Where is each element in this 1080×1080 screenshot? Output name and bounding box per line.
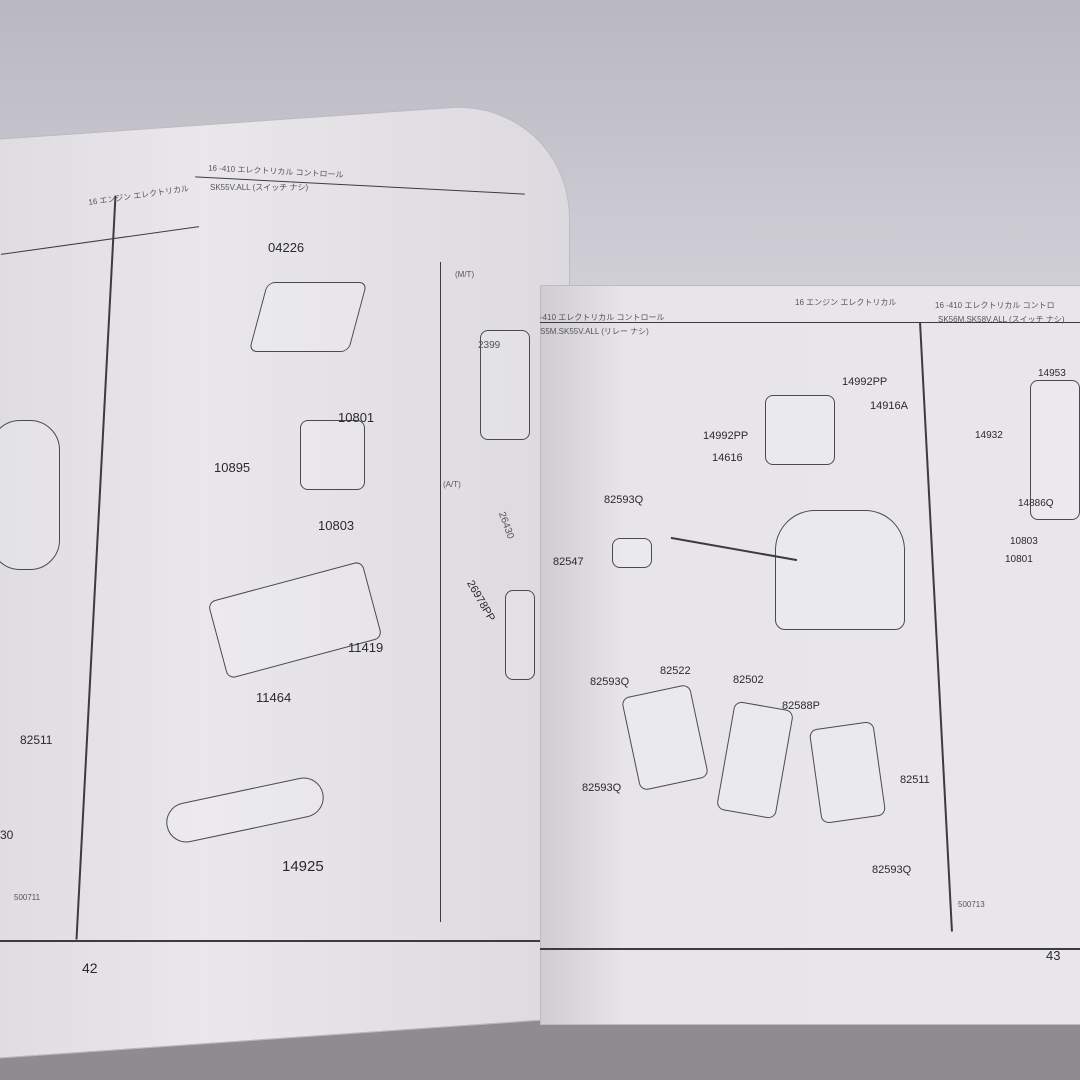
part-number: 11419 <box>348 640 384 655</box>
model-label-2: SK56M,SK58V.ALL (スイッチ ナシ) <box>938 315 1065 324</box>
part-number: 14925 <box>282 858 324 875</box>
part-number: 14932 <box>975 430 1003 441</box>
part-number: 10801 <box>338 410 375 425</box>
part-number: 04226 <box>268 240 305 255</box>
part-number: 11464 <box>256 690 292 705</box>
vehicle-illustration <box>775 510 905 630</box>
part-number: 14992PP <box>703 430 749 442</box>
frame-line <box>540 948 1080 950</box>
relay-bracket-illustration <box>765 395 835 465</box>
model-label: SK55V.ALL (スイッチ ナシ) <box>210 183 309 192</box>
part-number: 10895 <box>214 460 251 475</box>
bracket-illustration <box>300 420 365 490</box>
model-label: S5M.SK55V.ALL (リレー ナシ) <box>540 327 649 336</box>
section-title-2: 16 -410 エレクトリカル コントロ <box>935 301 1055 310</box>
page-number: 43 <box>1046 948 1061 963</box>
part-number: 82522 <box>660 665 691 677</box>
divider <box>540 322 1080 323</box>
vehicle-illustration <box>0 420 60 570</box>
engine-block-illustration <box>248 282 368 352</box>
figure-code: 500713 <box>958 900 985 909</box>
cover-illustration <box>808 720 887 825</box>
part-number: 14916A <box>870 400 908 412</box>
at-label: (A/T) <box>443 480 461 489</box>
part-number: 82593Q <box>582 782 622 794</box>
part-number: 30 <box>0 828 14 842</box>
right-page <box>540 285 1080 1025</box>
part-number: 2399 <box>478 340 501 351</box>
part-number: 82511 <box>20 733 53 747</box>
part-number: 14992PP <box>842 376 888 388</box>
part-number: 14616 <box>712 452 743 464</box>
section-title: -410 エレクトリカル コントロール <box>540 313 665 322</box>
part-number: 14953 <box>1038 368 1066 379</box>
mt-label: (M/T) <box>455 270 475 279</box>
part-number: 14886Q <box>1018 498 1054 509</box>
section-small: 16 エンジン エレクトリカル <box>795 298 897 307</box>
part-number: 10801 <box>1005 554 1033 565</box>
part-number: 10803 <box>1010 536 1038 547</box>
part-number: 82588P <box>782 700 820 712</box>
page-number: 42 <box>82 960 98 976</box>
part-number: 82547 <box>553 556 584 568</box>
part-number: 82593Q <box>604 494 644 506</box>
part-number: 82593Q <box>590 676 630 688</box>
at-illustration <box>505 590 535 680</box>
frame-line <box>440 262 441 922</box>
part-number: 82502 <box>733 674 764 686</box>
figure-code: 500711 <box>14 893 41 902</box>
part-number: 82511 <box>900 774 930 786</box>
part-number: 82593Q <box>872 864 912 876</box>
part-number: 10803 <box>318 518 355 533</box>
frame-line <box>0 940 540 942</box>
module-illustration <box>612 538 652 568</box>
mt-illustration <box>480 330 530 440</box>
